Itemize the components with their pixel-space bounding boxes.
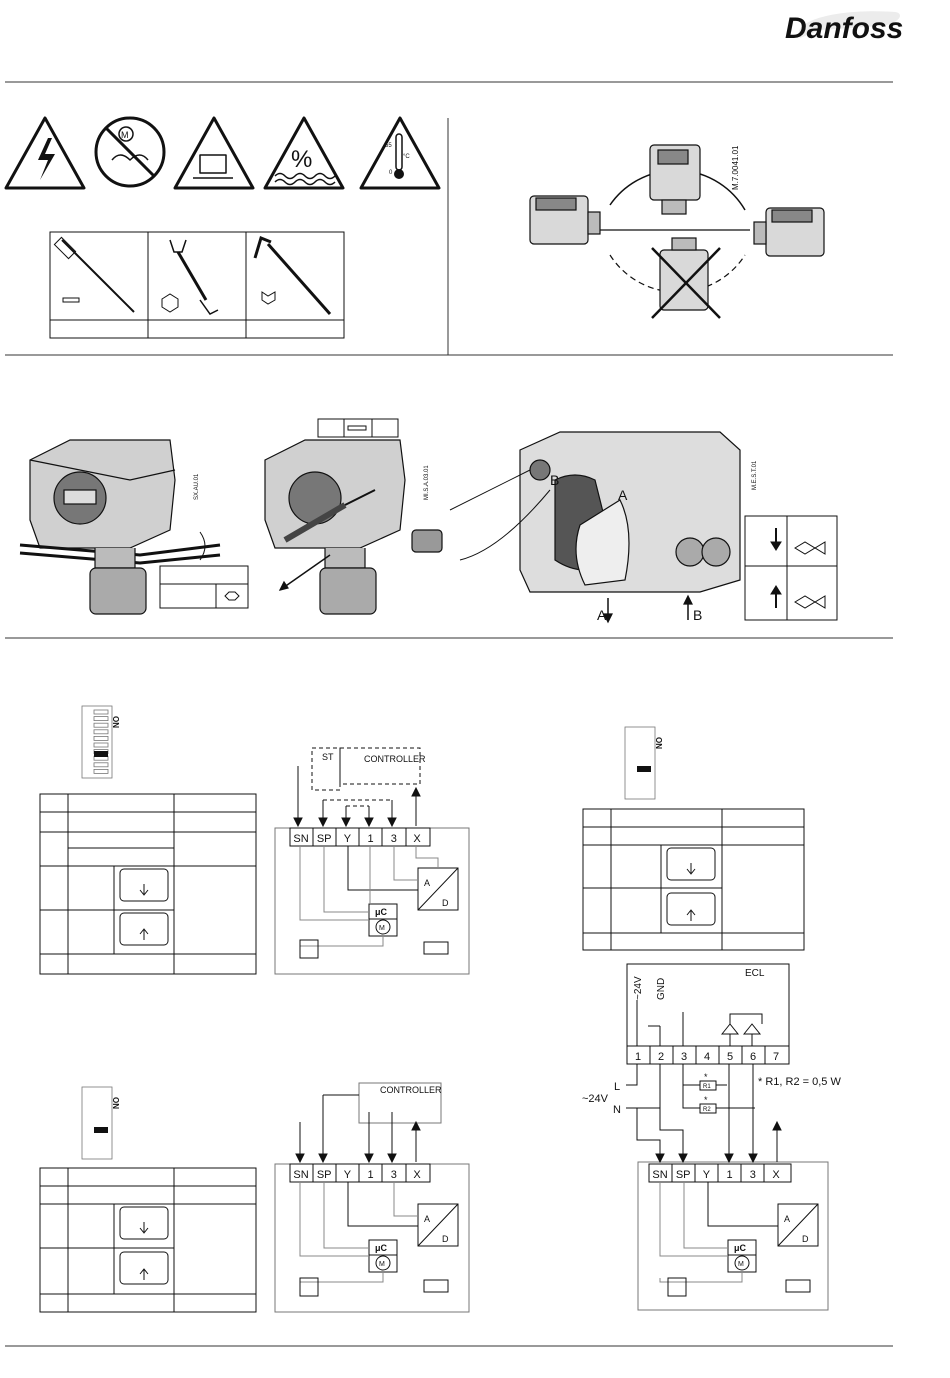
code-a3: M.E.S.T.01 xyxy=(752,460,758,490)
actuator-cable-illustration xyxy=(20,440,220,614)
dip-slot xyxy=(94,769,108,773)
actuator-left xyxy=(530,196,600,244)
label-b-knob: B xyxy=(550,472,559,488)
code-a2: MI.S.A.03.01 xyxy=(424,465,430,500)
dip-switch-2 xyxy=(625,727,655,799)
mini-table-1 xyxy=(160,566,248,608)
settings-table-3 xyxy=(583,809,804,950)
code-a1: SX.AU.01 xyxy=(194,473,200,500)
dip3-on: ON xyxy=(111,1097,120,1109)
temp-max: 55 xyxy=(385,143,392,149)
tools-table xyxy=(50,232,344,338)
dip-switch-1 xyxy=(82,706,112,778)
dip-switch-3 xyxy=(82,1087,112,1159)
temp-unit: °C xyxy=(403,154,410,160)
dip1-on: ON xyxy=(111,716,120,728)
direction-table xyxy=(745,516,837,620)
dip-slot xyxy=(94,723,108,727)
danfoss-logo: Danfoss xyxy=(785,11,903,45)
ecl-wiring-diagram xyxy=(626,964,828,1310)
mounting-positions-diagram xyxy=(530,145,824,318)
dip-slot xyxy=(94,710,108,714)
dip-slot xyxy=(94,763,108,767)
actuator-screwdriver-illustration xyxy=(265,440,442,614)
label-a-knob: A xyxy=(618,487,628,503)
screwdriver-icon xyxy=(54,237,134,312)
settings-table-2 xyxy=(40,1168,256,1312)
actuator-right xyxy=(754,208,824,256)
actuator-bottom-crossed xyxy=(652,238,720,318)
dip-slot xyxy=(94,717,108,721)
logo-text: Danfoss xyxy=(785,12,903,45)
mounting-code: M.7.0041.01 xyxy=(731,145,740,190)
humidity-percent: % xyxy=(291,146,312,173)
actuator-top xyxy=(650,145,700,214)
dip2-on: ON xyxy=(654,737,663,749)
dip-slot xyxy=(94,736,108,740)
warning-icons: M xyxy=(6,118,439,188)
manual-override-illustration xyxy=(450,432,740,622)
wrench-icon xyxy=(162,240,218,314)
dip-slot xyxy=(94,743,108,747)
mini-table-2 xyxy=(318,419,398,437)
wiring-diagram-1 xyxy=(275,748,469,974)
svg-text:M: M xyxy=(121,130,129,140)
hex-key-icon xyxy=(255,238,330,314)
label-a-bottom: A xyxy=(597,607,607,623)
wiring-diagram-2 xyxy=(275,1083,469,1312)
temp-min: 0 xyxy=(389,170,393,176)
dip-slot xyxy=(94,730,108,734)
label-b-bottom: B xyxy=(693,607,702,623)
settings-table-1 xyxy=(40,794,256,974)
